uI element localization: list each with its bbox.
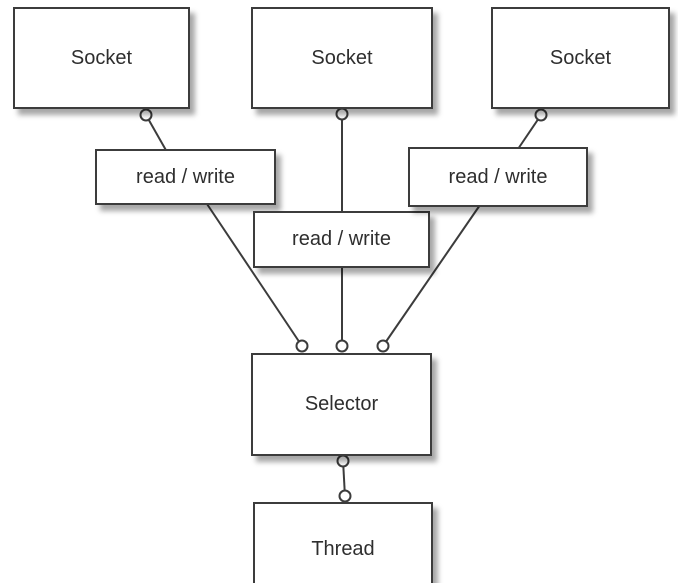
connector-circle	[376, 339, 390, 353]
node-socket-1-label: Socket	[70, 46, 133, 69]
connector-circle	[336, 454, 350, 468]
node-thread-label: Thread	[311, 538, 375, 560]
node-socket-3: Socket	[491, 7, 670, 109]
node-socket-3-label: Socket	[549, 46, 612, 69]
node-socket-2: Socket	[251, 7, 433, 109]
node-read-write-3: read / write	[408, 147, 588, 207]
node-read-write-2: read / write	[253, 211, 430, 268]
node-read-write-3-label: read / write	[448, 165, 548, 188]
connector-circle	[295, 339, 309, 353]
connector-circle	[335, 107, 349, 121]
connector-circle	[139, 108, 153, 122]
connector-line-rw3-selector	[382, 204, 481, 347]
connector-circle	[338, 489, 352, 503]
node-selector-label: Selector	[304, 393, 379, 415]
node-read-write-1: read / write	[95, 149, 276, 205]
node-read-write-1-label: read / write	[136, 165, 235, 188]
node-read-write-2-label: read / write	[292, 228, 391, 250]
connector-line-socket3-rw3	[517, 114, 542, 150]
connector-line-socket1-rw1	[145, 114, 168, 153]
connector-circle	[534, 108, 548, 122]
node-selector: Selector	[251, 353, 432, 456]
connector-line-rw1-selector	[206, 203, 303, 347]
node-thread: Thread	[253, 502, 433, 583]
node-socket-2-label: Socket	[311, 46, 373, 69]
node-socket-1: Socket	[13, 7, 190, 109]
connector-circle	[335, 339, 349, 353]
